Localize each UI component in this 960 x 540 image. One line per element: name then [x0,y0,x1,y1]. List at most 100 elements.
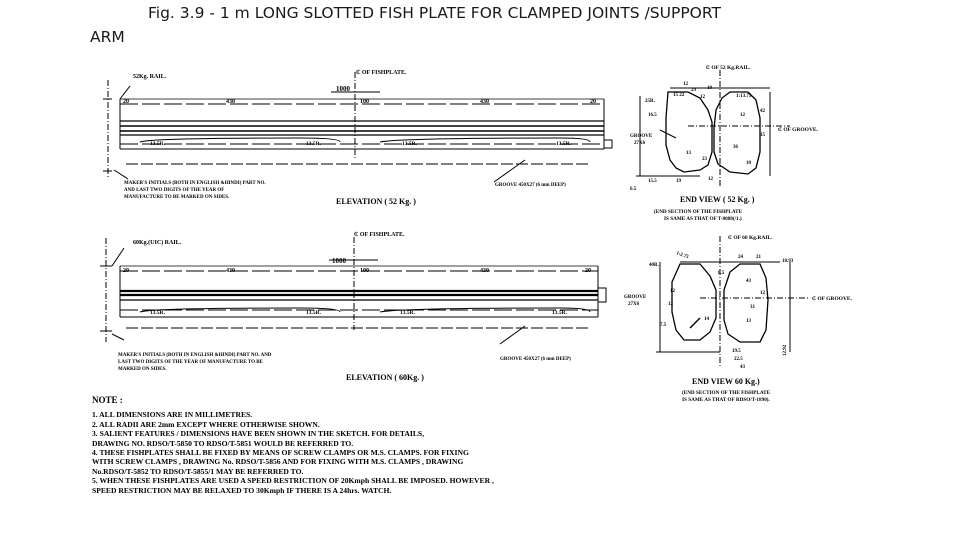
dim-label: 12 [668,302,674,307]
dim-label: 10 [707,86,713,91]
elevation-52kg [103,72,613,183]
maker-note: MAKER'S INITIALS (BOTH IN ENGLISH &HINDI… [118,353,272,358]
slot-radius: 13.5R. [306,310,322,316]
groove-size: 27X6 [628,302,640,307]
maker-note: LAST TWO DIGITS OF THE YEAR OF MANUFACTU… [118,360,264,365]
overall-length: 1000 [336,85,351,93]
dim-label: 12 [670,289,676,294]
figure-title: Fig. 3.9 - 1 m LONG SLOTTED FISH PLATE F… [148,4,721,22]
slope-label: 1:13.75 [736,94,752,99]
dim-label: 29 [691,88,697,93]
dim-label: 24 [738,255,744,260]
groove-centerline-label: ₵ OF GROOVE. [778,126,819,133]
notes-heading: NOTE : [92,395,123,405]
end-view-60kg [656,236,810,366]
dim-label: 21 [756,255,762,260]
end-view-60kg-note: IS SAME AS THAT OF RDSO/T-1890). [682,396,771,403]
fishplate-centerline-label: ₵ OF FISHPLATE. [356,69,407,76]
dim-label: 40R. [649,263,660,268]
dim-label: 6.5 [630,187,637,192]
dim-end: 20 [123,99,129,105]
slot-radius: 13.5R. [552,310,568,316]
rail-60kg-label: 60Kg.(UIC) RAIL. [133,239,182,246]
dim-end: 20 [590,99,596,105]
notes-block: NOTE : 1. ALL DIMENSIONS ARE IN MILLIMET… [92,395,494,495]
dim-right: 430 [480,268,489,274]
end-view-60kg-note: (END SECTION OF THE FISHPLATE [682,389,771,396]
elevation-60kg-title: ELEVATION ( 60Kg. ) [346,373,424,382]
end-view-60kg-title: END VIEW 60 Kg.) [692,377,760,386]
dim-label: 19 [676,179,682,184]
groove-size: 27X6 [634,141,646,146]
note-line: 2. ALL RADII ARE 2mm EXCEPT WHERE OTHERW… [92,419,320,429]
figure-title-continued: ARM [90,28,125,46]
overall-length: 1000 [332,257,347,265]
note-line: DRAWING NO. RDSO/T-5850 TO RDSO/T-5851 W… [92,438,354,448]
rail-52kg-label: 52Kg. RAIL. [133,74,167,80]
elevation-60kg [100,237,607,345]
dim-label: 12 [708,177,714,182]
slot-radius: 13.5R. [400,310,416,316]
dim-label: 22.5 [734,357,743,362]
dim-left: 430 [226,99,235,105]
dim-label: 13 [686,151,692,156]
end-view-52kg-title: END VIEW ( 52 Kg. ) [680,195,755,204]
dim-label: 18.93 [782,259,794,264]
note-line: 4. THESE FISHPLATES SHALL BE FIXED BY ME… [92,448,469,458]
slot-radius: 13.5R. [150,141,166,147]
note-line: WITH SCREW CLAMPS , DRAWING No. RDSO/T-5… [92,457,464,467]
elevation-52kg-title: ELEVATION ( 52 Kg. ) [336,197,416,206]
maker-note: AND LAST TWO DIGITS OF THE YEAR OF [124,188,224,193]
fishplate-centerline-label: ₵ OF FISHPLATE. [354,231,405,238]
dim-label: 16.5 [648,113,657,118]
note-line: 5. WHEN THESE FISHPLATES ARE USED A SPEE… [92,476,494,486]
note-line: SPEED RESTRICTION MAY BE RELAXED TO 30Km… [92,485,392,495]
dim-middle: 100 [360,99,369,105]
dim-label: 31 [750,305,756,310]
maker-note: MAKER'S INITIALS (BOTH IN ENGLISH &HINDI… [124,181,266,186]
dim-label: 43 [746,279,752,284]
dim-middle: 100 [360,268,369,274]
groove-centerline-label: ₵ OF GROOVE. [812,295,853,302]
slot-radius: 13.5R. [306,141,322,147]
dim-label: 15 22 [673,93,685,98]
slot-radius: 13.5R. [150,310,166,316]
note-line: 1. ALL DIMENSIONS ARE IN MILLIMETRES. [92,410,253,420]
groove-note: GROOVE 450X27 (6 mm DEEP) [495,183,566,188]
rail-centerline-label: ₵ OF 60 Kg.RAIL. [728,234,773,241]
dim-label: 13 [746,319,752,324]
dim-label: 12 [760,291,766,296]
dim-right: 430 [480,99,489,105]
end-view-52kg-note: IS SAME AS THAT OF T-8088(/1.) [664,215,742,222]
dim-label: 36 [733,145,739,150]
dim-label: 7.5 [660,323,667,328]
dim-label: 42 [760,109,766,114]
note-line: No.RDSO/T-5852 TO RDSO/T-5855/1 MAY BE R… [92,466,304,476]
dim-label: 12 [700,95,706,100]
dim-label: 15 [760,133,766,138]
dim-label: 25R. [645,99,656,104]
maker-note: MANUFACTURE TO BE MARKED ON SIDES. [124,195,230,200]
groove-note: GROOVE 450X27 (6 mm DEEP) [500,357,571,362]
end-view-52kg-note: (END SECTION OF THE FISHPLATE [654,208,743,215]
note-line: 3. SALIENT FEATURES / DIMENSIONS HAVE BE… [92,429,425,439]
dim-label: 19.5 [732,349,741,354]
slope-label: 1:2.75 [675,251,689,260]
dim-label: 8.5 [718,271,725,276]
dim-label: 43 [740,365,746,370]
maker-note: MARKED ON SIDES. [118,367,167,372]
dim-left: 430 [226,268,235,274]
slot-radius: 13.5R. [556,141,572,147]
dim-label: 12 [740,113,746,118]
groove-label: GROOVE [624,295,647,300]
dim-label: 10 [746,161,752,166]
groove-label: GROOVE [630,134,653,139]
end-view-52kg [636,70,790,188]
dim-end: 20 [585,268,591,274]
dim-label: 12 [683,82,689,87]
dim-label: 15.5 [648,179,657,184]
dim-label: 23 [702,157,708,162]
dim-label: 14 [704,317,710,322]
slot-radius: 13.5R. [402,141,418,147]
